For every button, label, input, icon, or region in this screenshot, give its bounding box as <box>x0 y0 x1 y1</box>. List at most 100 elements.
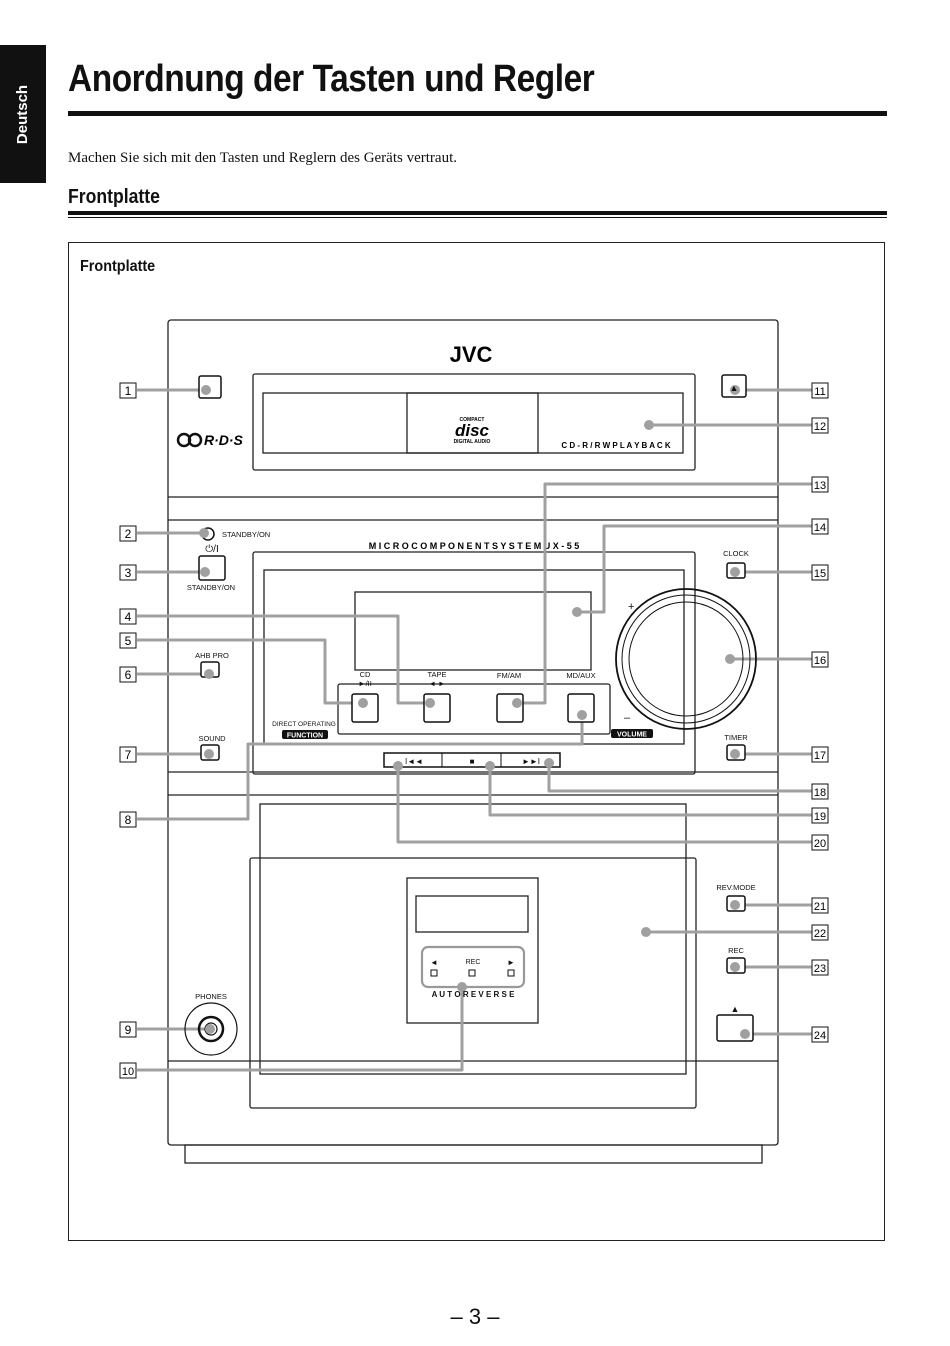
callout-2: 2 <box>119 525 137 542</box>
callout-label: 16 <box>814 655 826 667</box>
rec-label: REC <box>728 946 744 955</box>
standby-sub-label: STANDBY/ON <box>187 583 235 592</box>
volume-knob[interactable] <box>615 588 757 730</box>
sound-label: SOUND <box>198 734 226 743</box>
prev-icon[interactable]: I◄◄ <box>405 757 423 766</box>
tape-sub-label: ◄ ► <box>429 679 446 688</box>
callout-label: 19 <box>814 811 826 823</box>
rds-logo: R·D·S <box>176 432 244 448</box>
cd-label: CD <box>360 670 371 679</box>
svg-text:DIGITAL AUDIO: DIGITAL AUDIO <box>454 439 491 445</box>
volume-badge: VOLUME <box>611 729 653 739</box>
callout-19: 19 <box>811 807 829 824</box>
callout-14: 14 <box>811 518 829 535</box>
callout-label: 18 <box>814 787 826 799</box>
next-icon[interactable]: ►►I <box>522 757 540 766</box>
page-number: – 3 – <box>450 1304 500 1329</box>
deck-indicators <box>430 969 515 977</box>
deck-left-icon: ◄ <box>430 958 438 967</box>
callout-6: 6 <box>119 666 137 683</box>
volume-plus-label: + <box>628 601 634 613</box>
language-tab: Deutsch <box>0 45 46 183</box>
callout-label: 11 <box>814 386 825 398</box>
callout-label: 13 <box>814 480 826 492</box>
page-title: Anordnung der Tasten und Regler <box>68 58 595 100</box>
callout-1: 1 <box>119 382 137 399</box>
fm-am-label: FM/AM <box>497 671 521 680</box>
deck-right-icon: ► <box>507 958 515 967</box>
callout-label: 7 <box>125 748 132 762</box>
section-heading: Frontplatte <box>68 186 160 208</box>
callout-21: 21 <box>811 897 829 914</box>
intro-text: Machen Sie sich mit den Tasten und Regle… <box>68 150 457 166</box>
figure-frame <box>68 242 885 1241</box>
md-aux-function-button[interactable] <box>567 693 595 723</box>
direct-operating-label: DIRECT OPERATING <box>272 721 336 728</box>
callout-label: 12 <box>814 421 826 433</box>
callout-label: 6 <box>125 668 132 682</box>
rev-mode-label: REV.MODE <box>716 883 755 892</box>
cd-function-button[interactable] <box>351 693 379 723</box>
callout-9: 9 <box>119 1021 137 1038</box>
phones-jack[interactable] <box>184 1002 238 1056</box>
callout-3: 3 <box>119 564 137 581</box>
callout-label: 2 <box>125 527 132 541</box>
cd-eject-icon: ▲ <box>730 383 739 393</box>
brand-logo: JVC <box>450 342 493 367</box>
callout-23: 23 <box>811 959 829 976</box>
deck-eject-icon: ▲ <box>731 1004 740 1014</box>
svg-text:VOLUME: VOLUME <box>617 732 647 739</box>
callout-label: 14 <box>814 522 826 534</box>
callout-8: 8 <box>119 811 137 828</box>
callout-label: 17 <box>814 750 826 762</box>
callout-label: 4 <box>125 610 132 624</box>
transport-bar <box>383 752 561 768</box>
callout-5: 5 <box>119 632 137 649</box>
callout-16: 16 <box>811 651 829 668</box>
callout-label: 22 <box>814 928 826 940</box>
ahb-pro-label: AHB PRO <box>195 651 229 660</box>
cd-sub-label: ►/II <box>358 679 372 688</box>
callout-label: 24 <box>814 1030 826 1042</box>
svg-text:FUNCTION: FUNCTION <box>287 733 323 740</box>
deck-rec-label: REC <box>466 959 481 966</box>
volume-minus-label: – <box>624 712 631 724</box>
callout-11: 11 <box>811 382 829 399</box>
transport-dividers <box>441 753 502 767</box>
svg-text:COMPACT: COMPACT <box>460 417 485 423</box>
stop-icon[interactable]: ■ <box>470 757 475 766</box>
callout-24: 24 <box>811 1026 829 1043</box>
callout-13: 13 <box>811 476 829 493</box>
svg-text:disc: disc <box>455 421 490 440</box>
tray-label: C D - R / R W P L A Y B A C K <box>561 441 671 450</box>
leader-lines <box>137 388 813 1072</box>
tape-function-button[interactable] <box>423 693 451 723</box>
callout-15: 15 <box>811 564 829 581</box>
callout-label: 20 <box>814 838 826 850</box>
auto-reverse-label: A U T O R E V E R S E <box>432 990 515 999</box>
callout-12: 12 <box>811 417 829 434</box>
callout-label: 23 <box>814 963 826 975</box>
rds-label: R·D·S <box>204 432 244 448</box>
callout-20: 20 <box>811 834 829 851</box>
fm-am-function-button[interactable] <box>496 693 524 723</box>
clock-label: CLOCK <box>723 549 749 558</box>
system-label: M I C R O C O M P O N E N T S Y S T E M … <box>369 541 580 551</box>
section-rule-thin <box>68 217 887 218</box>
callout-22: 22 <box>811 924 829 941</box>
callout-10: 10 <box>119 1062 137 1079</box>
callout-7: 7 <box>119 746 137 763</box>
power-symbol-label: ⏻/I <box>205 544 218 555</box>
leader-dots <box>199 385 750 1039</box>
callout-18: 18 <box>811 783 829 800</box>
callout-label: 8 <box>125 813 132 827</box>
standby-label: STANDBY/ON <box>222 530 270 539</box>
figure-label: Frontplatte <box>80 258 156 275</box>
callout-label: 10 <box>122 1066 134 1078</box>
tape-label: TAPE <box>427 670 446 679</box>
callout-4: 4 <box>119 608 137 625</box>
timer-label: TIMER <box>724 733 748 742</box>
callout-label: 21 <box>814 901 826 913</box>
compact-disc-logo: COMPACT disc DIGITAL AUDIO <box>454 417 491 445</box>
